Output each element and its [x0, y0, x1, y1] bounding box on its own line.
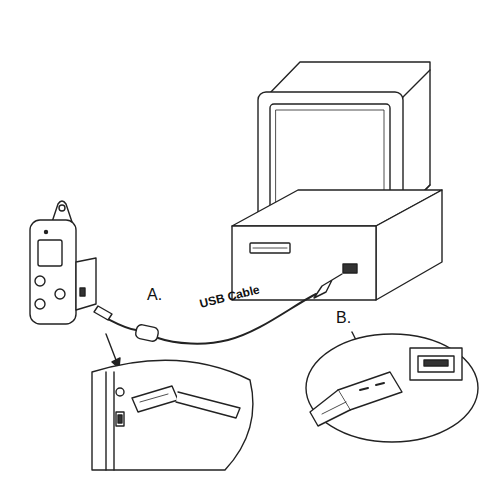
inset-a [92, 360, 253, 470]
inset-b [306, 334, 478, 442]
data-logger [30, 201, 96, 324]
computer-case [232, 190, 442, 300]
callout-letter: A. [147, 286, 162, 304]
usb-cable [94, 274, 342, 344]
cable-label: USB Cable [198, 283, 261, 311]
callout-letter: B. [336, 309, 351, 327]
